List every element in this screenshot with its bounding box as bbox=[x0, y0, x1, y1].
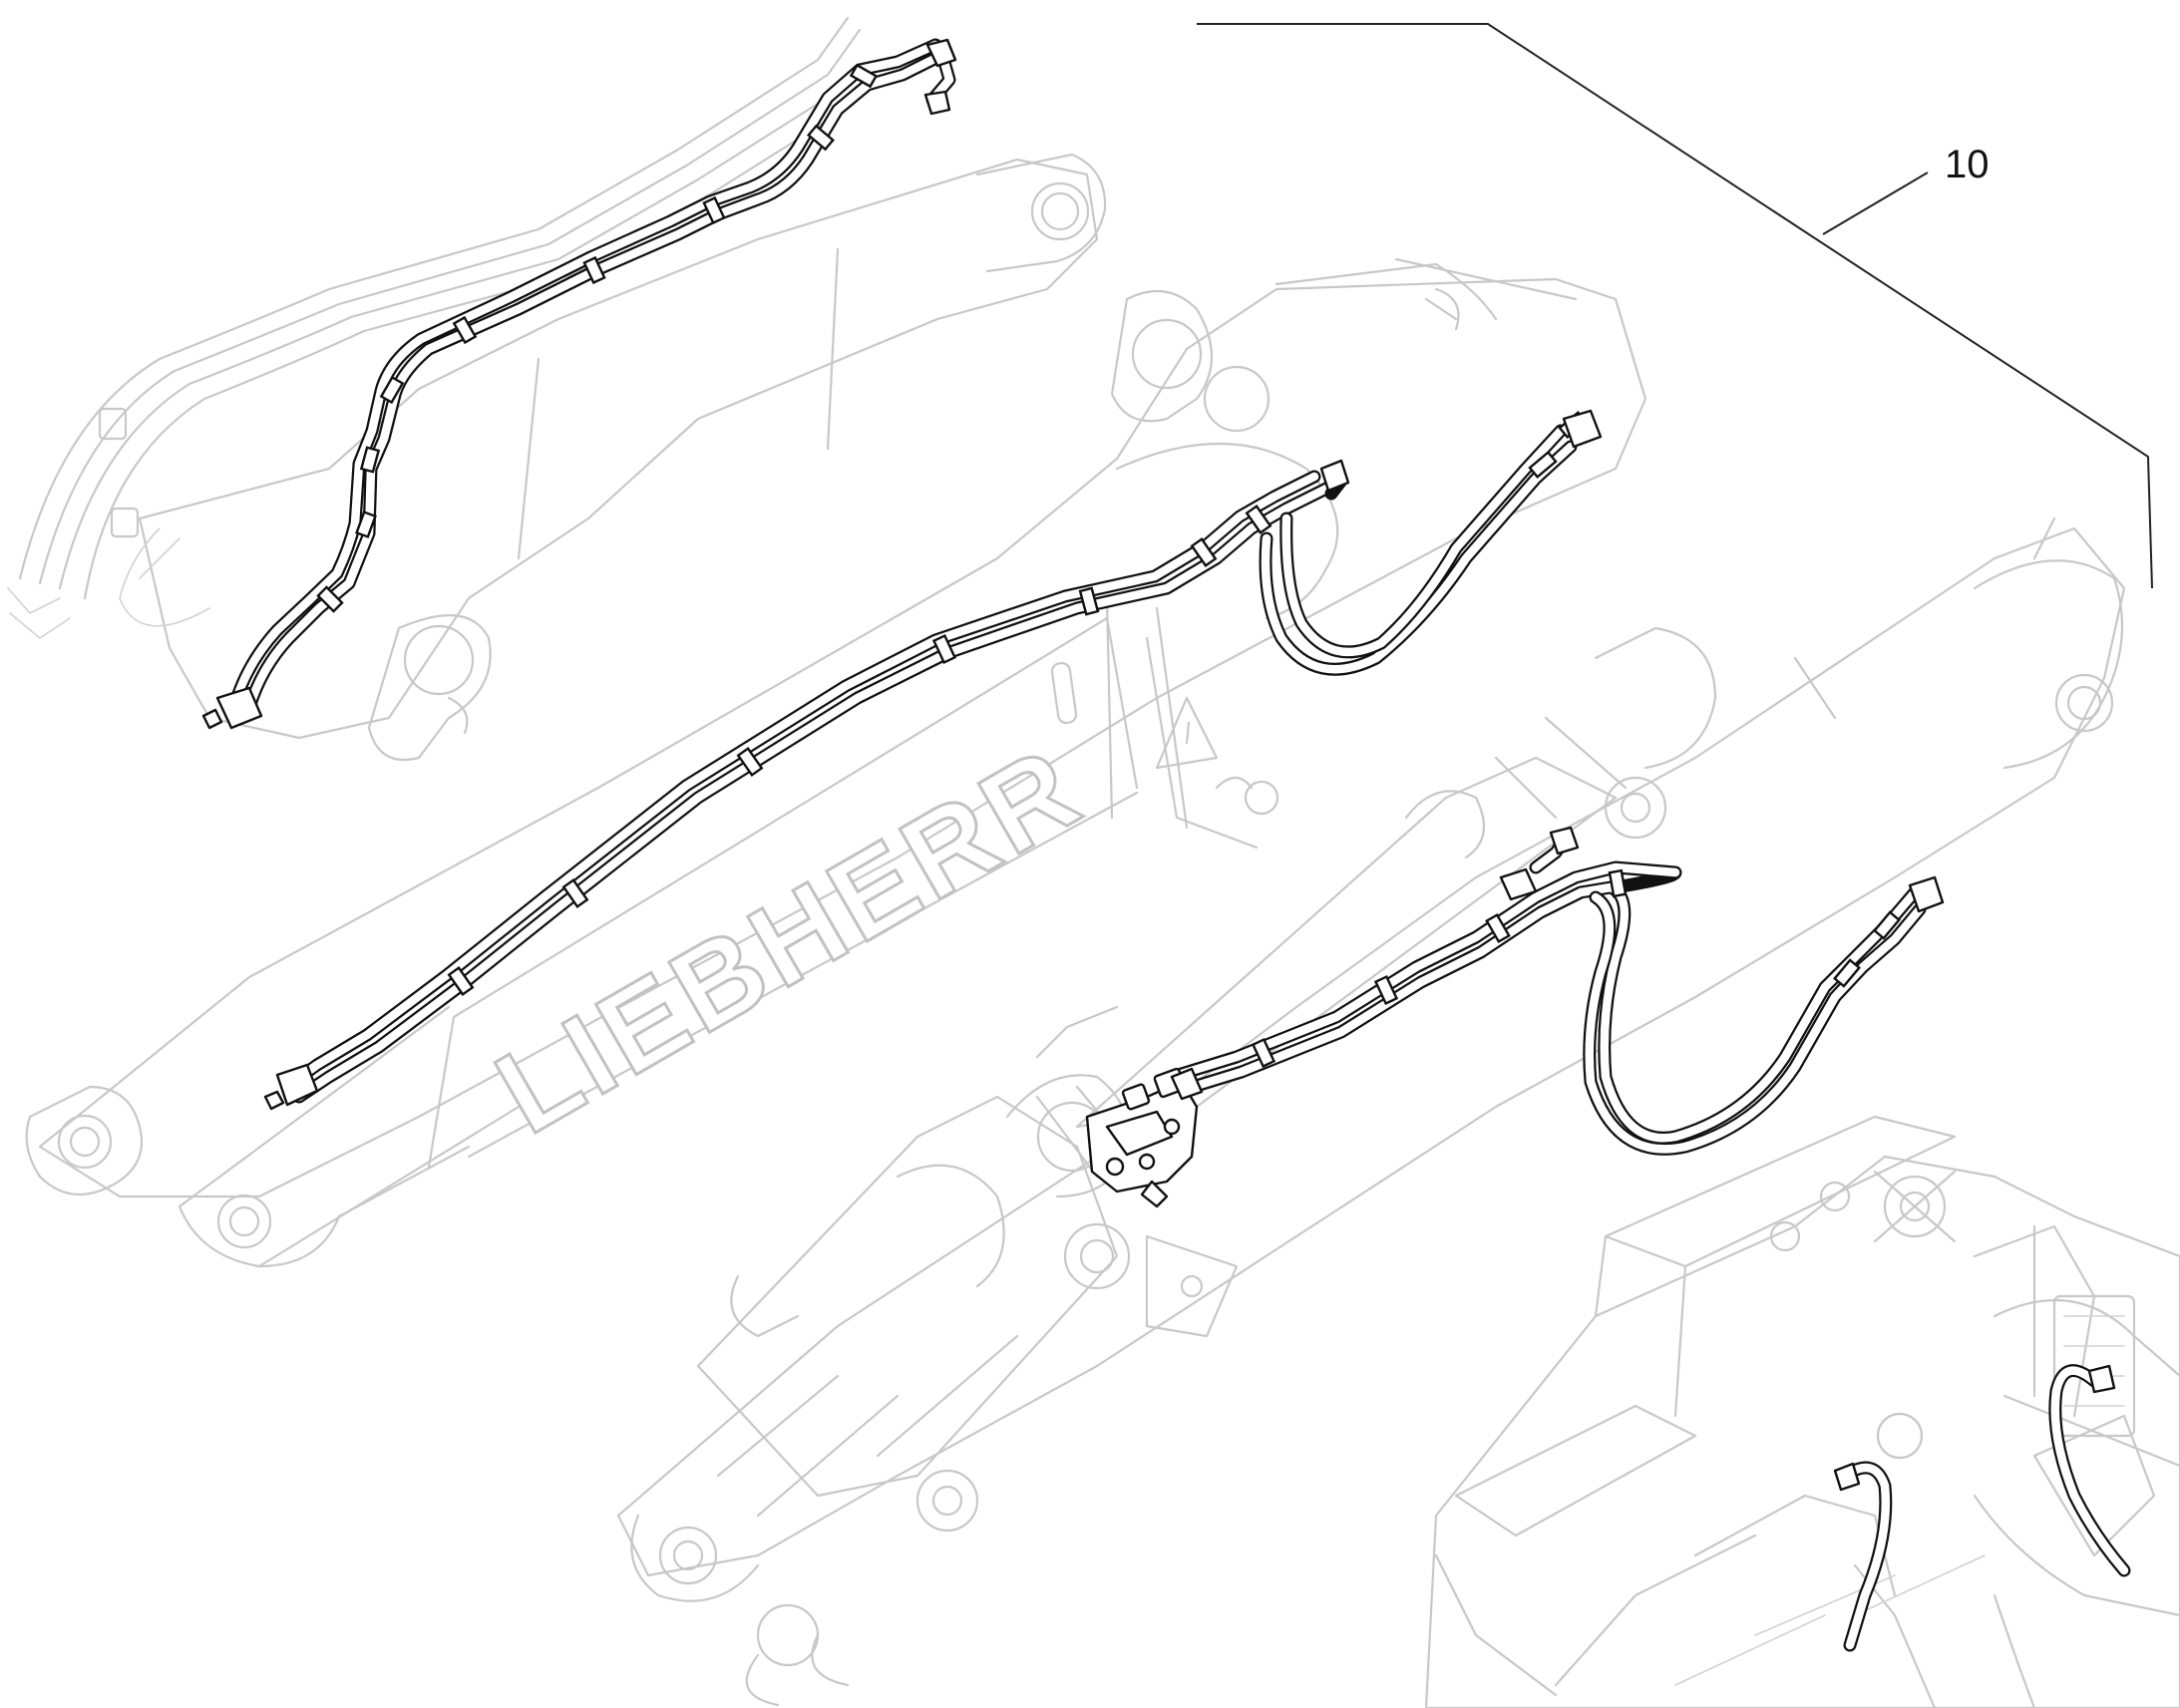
lower-arm-outline bbox=[616, 516, 2126, 1707]
valve-block bbox=[1085, 1067, 1204, 1208]
hose-fittings-main-boom bbox=[263, 409, 1603, 1111]
hose-set-main-boom bbox=[263, 409, 1603, 1111]
callout-10-label: 10 bbox=[1945, 143, 1990, 186]
hose-fittings-upper-arm bbox=[201, 38, 957, 730]
hose-fittings-lower-arm bbox=[1499, 826, 1945, 913]
callout-10-bracket: 10 bbox=[1197, 23, 2153, 589]
uppercarriage-outline bbox=[1424, 1115, 2180, 1708]
hose-set-lower-arm bbox=[1085, 826, 1945, 1208]
hose-clamps-lower-arm bbox=[1251, 868, 1902, 1069]
hose-set-upper-arm bbox=[201, 38, 957, 730]
hose-clamps-upper-arm bbox=[316, 63, 879, 613]
upper-arm-outline bbox=[7, 16, 1107, 762]
hose-set-uppercarriage bbox=[1833, 1364, 2131, 1652]
